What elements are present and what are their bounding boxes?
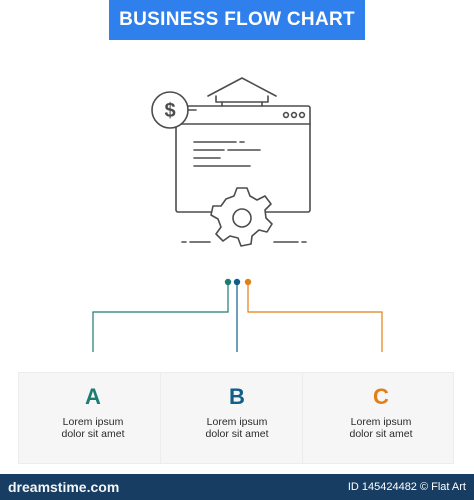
node-dot-a xyxy=(224,278,232,286)
step-b-line-1: Lorem ipsum xyxy=(206,416,268,428)
page-title: BUSINESS FLOW CHART xyxy=(119,9,355,30)
node-dot-b xyxy=(233,278,241,286)
window-dot-icon xyxy=(298,111,306,119)
image-id: ID 145424482 © Flat Art xyxy=(347,481,466,493)
title-banner: BUSINESS FLOW CHART xyxy=(109,0,365,40)
step-a: A Lorem ipsum dolor sit amet xyxy=(28,382,158,440)
dollar-symbol: $ xyxy=(164,100,175,122)
step-b-line-2: dolor sit amet xyxy=(205,428,269,440)
window-dot-icon xyxy=(290,111,298,119)
step-panel-a xyxy=(18,372,174,464)
step-c: C Lorem ipsum dolor sit amet xyxy=(316,382,446,440)
connector-line-c xyxy=(247,284,383,352)
connector-line-a xyxy=(92,284,229,352)
watermark-brand: dreamstime.com xyxy=(8,479,120,495)
step-text-c: Lorem ipsum dolor sit amet xyxy=(316,416,446,440)
dollar-server-gear-icon: $ xyxy=(151,77,311,247)
step-text-a: Lorem ipsum dolor sit amet xyxy=(28,416,158,440)
step-letter-a: A xyxy=(85,384,101,409)
step-letter-c: C xyxy=(373,384,389,409)
roof-shape xyxy=(207,77,277,97)
roof-base xyxy=(215,95,269,103)
step-text-b: Lorem ipsum dolor sit amet xyxy=(172,416,302,440)
window-dot-icon xyxy=(282,111,290,119)
step-panel-b xyxy=(160,372,316,464)
step-a-line-2: dolor sit amet xyxy=(61,428,125,440)
step-panel-c xyxy=(302,372,454,464)
step-c-line-1: Lorem ipsum xyxy=(350,416,412,428)
step-a-line-1: Lorem ipsum xyxy=(62,416,124,428)
footer-bar: dreamstime.com ID 145424482 © Flat Art xyxy=(0,474,474,500)
step-b: B Lorem ipsum dolor sit amet xyxy=(172,382,302,440)
gear-icon xyxy=(210,187,273,247)
step-c-line-2: dolor sit amet xyxy=(349,428,413,440)
step-letter-b: B xyxy=(229,384,245,409)
node-dot-c xyxy=(244,278,252,286)
